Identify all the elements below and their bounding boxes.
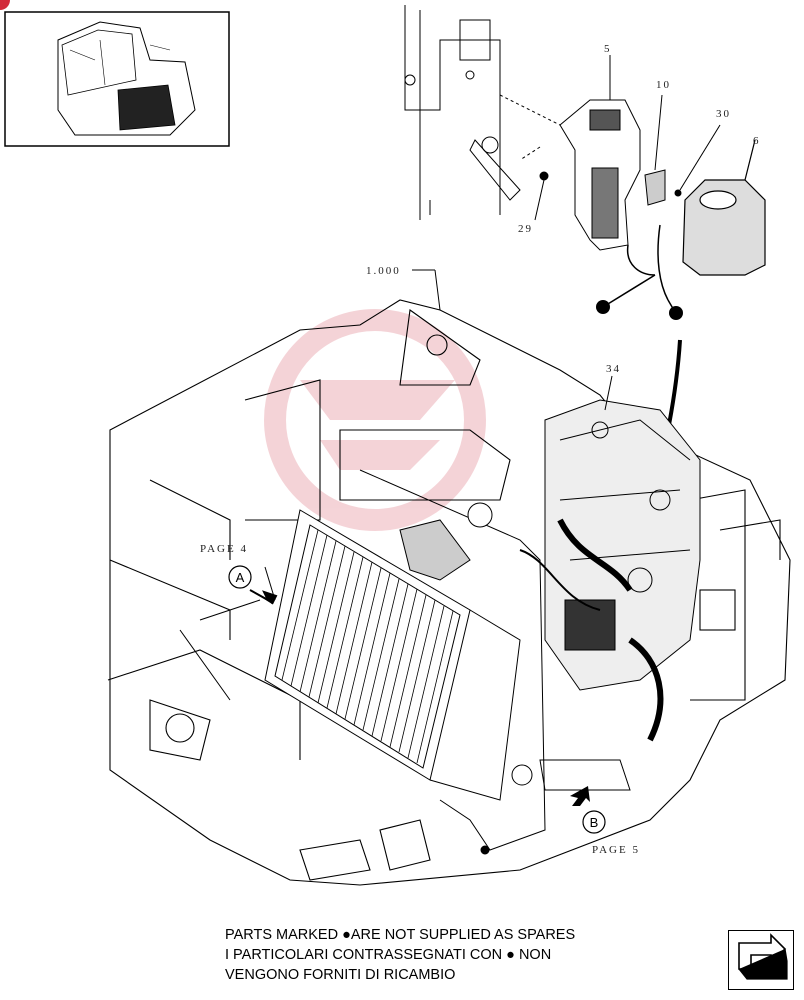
callout-part-30: 30	[716, 108, 731, 120]
note-line-1: PARTS MARKED ●ARE NOT SUPPLIED AS SPARES	[225, 927, 576, 943]
inset-thumbnail	[4, 11, 230, 147]
fastener-bolts	[534, 124, 721, 221]
note-line-3: VENGONO FORNITI DI RICAMBIO	[225, 967, 456, 983]
arrow-a-icon	[249, 589, 278, 605]
callout-part-5: 5	[604, 43, 612, 55]
next-page-button[interactable]	[728, 930, 794, 990]
upper-frame-assembly	[404, 5, 521, 220]
part-34-engine-block	[539, 399, 701, 791]
arrow-b-icon	[570, 786, 590, 806]
not-supplied-dot-marker	[596, 300, 610, 314]
marker-a-label: A	[236, 570, 245, 585]
view-marker-a: A	[228, 565, 278, 605]
callout-part-34: 34	[606, 363, 621, 375]
part-10-bracket	[644, 94, 666, 206]
not-supplied-dot-marker	[669, 306, 683, 320]
callout-leader-lines	[264, 55, 613, 601]
excavator-chassis-frame	[107, 299, 791, 886]
next-page-arrow-icon	[738, 933, 788, 980]
callout-part-10: 10	[656, 79, 671, 91]
part-5-plate	[499, 94, 641, 251]
corner-marker-dot	[0, 0, 10, 10]
part-6-reservoir-tank	[682, 139, 766, 276]
note-line-2: I PARTICOLARI CONTRASSEGNATI CON ● NON	[225, 947, 552, 963]
radiator-core	[179, 469, 601, 855]
callout-part-6: 6	[753, 135, 761, 147]
not-supplied-parts-note: PARTS MARKED ●ARE NOT SUPPLIED AS SPARES…	[225, 925, 645, 985]
view-marker-b: B	[570, 786, 606, 834]
callout-part-29: 29	[518, 223, 533, 235]
marker-b-label: B	[590, 815, 599, 830]
watermark-logo	[264, 309, 486, 531]
callout-part-1000: 1.000	[366, 265, 401, 277]
page-ref-5: PAGE 5	[592, 844, 640, 856]
page-ref-4: PAGE 4	[200, 543, 248, 555]
